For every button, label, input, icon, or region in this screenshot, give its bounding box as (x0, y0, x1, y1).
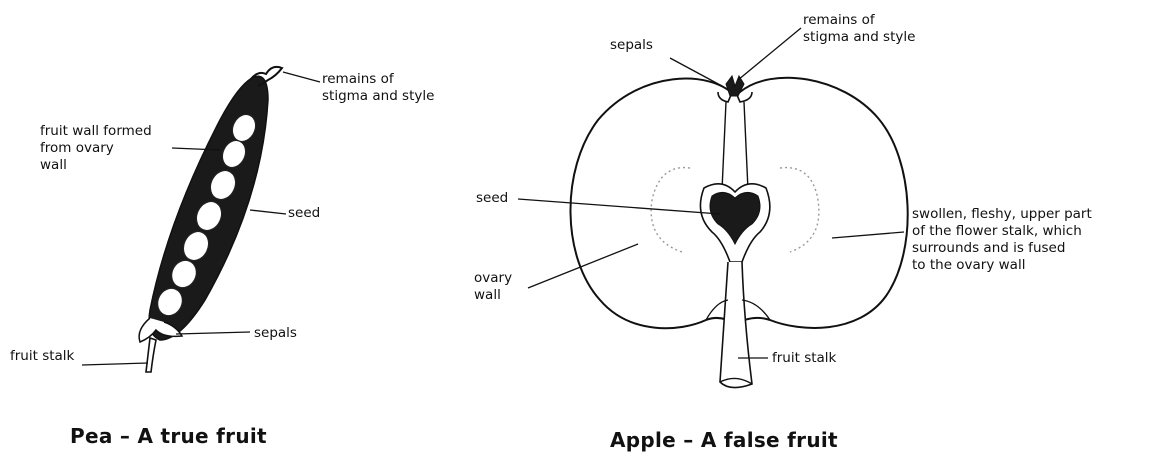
label-line: swollen, fleshy, upper part (912, 206, 1092, 223)
label-line: remains of (803, 12, 915, 29)
apple-label-flower-stalk: swollen, fleshy, upper part of the flowe… (912, 206, 1092, 274)
pea-fruit-stalk (146, 338, 156, 372)
apple-label-stigma-style: remains of stigma and style (803, 12, 915, 46)
label-line: surrounds and is fused (912, 240, 1092, 257)
apple-label-fruit-stalk: fruit stalk (772, 350, 836, 367)
apple-drawing (518, 28, 908, 388)
pea-label-seed: seed (288, 205, 320, 222)
label-line: ovary (474, 270, 512, 287)
label-line: fruit wall formed (40, 123, 152, 140)
label-line: wall (40, 157, 152, 174)
apple-label-sepals: sepals (610, 37, 653, 54)
pea-label-sepals: sepals (254, 325, 297, 342)
pea-label-fruit-stalk: fruit stalk (10, 348, 74, 365)
pea-label-stigma-style: remains of stigma and style (322, 71, 434, 105)
pea-label-fruit-wall: fruit wall formed from ovary wall (40, 123, 152, 174)
apple-label-seed: seed (476, 190, 508, 207)
label-line: wall (474, 287, 512, 304)
label-line: to the ovary wall (912, 257, 1092, 274)
apple-label-ovary-wall: ovary wall (474, 270, 512, 304)
apple-caption: Apple – A false fruit (610, 428, 838, 452)
label-line: from ovary (40, 140, 152, 157)
label-line: stigma and style (322, 88, 434, 105)
label-line: of the flower stalk, which (912, 223, 1092, 240)
label-line: stigma and style (803, 29, 915, 46)
label-line: remains of (322, 71, 434, 88)
pea-caption: Pea – A true fruit (70, 424, 267, 448)
